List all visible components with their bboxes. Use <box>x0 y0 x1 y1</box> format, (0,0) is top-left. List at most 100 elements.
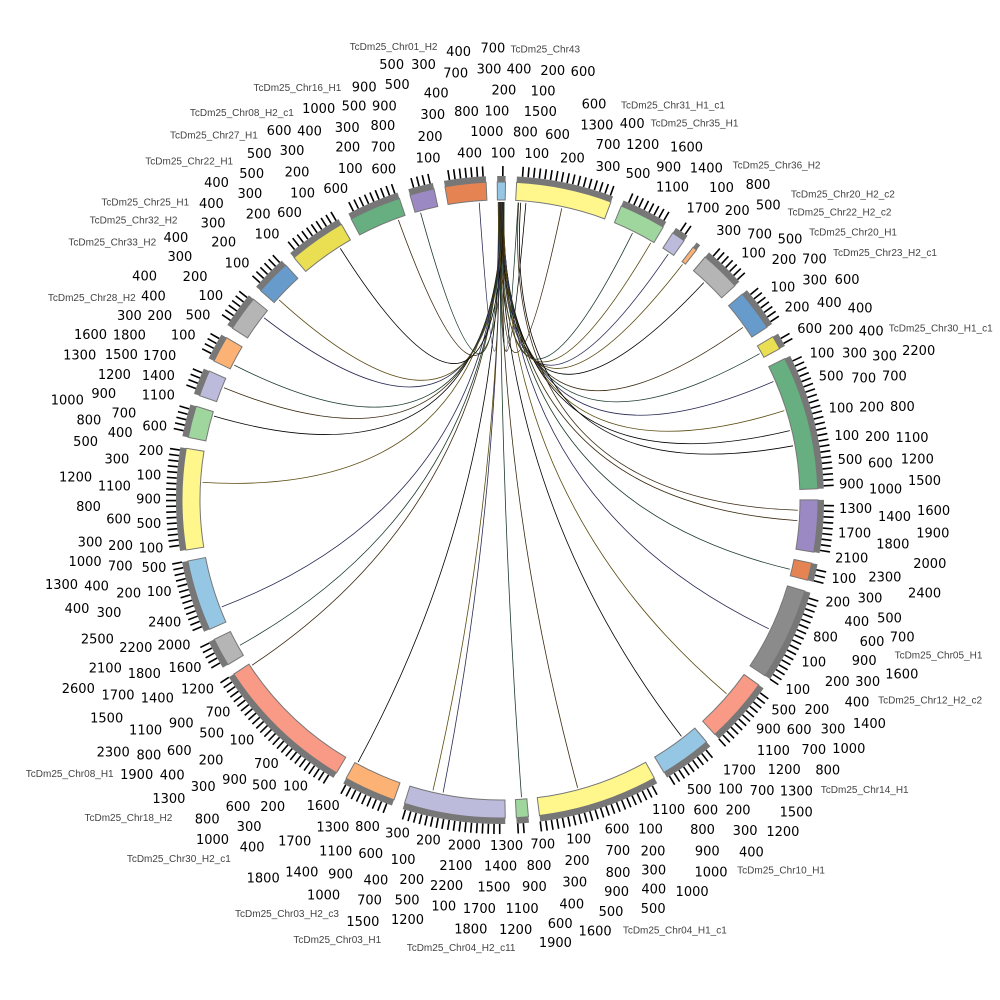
link <box>221 202 503 608</box>
tick-band <box>343 778 394 806</box>
tick-mark <box>452 820 456 831</box>
tick-label: 500 <box>395 894 420 909</box>
tick-label: 2000 <box>157 639 190 654</box>
tick-mark <box>571 174 576 185</box>
segment <box>536 761 658 832</box>
tick-label: 700 <box>206 706 231 721</box>
tick-label: 1600 <box>74 328 107 343</box>
tick-label: 800 <box>195 813 220 828</box>
tick-mark <box>599 807 605 818</box>
tick-label: 900 <box>328 868 353 883</box>
tick-mark <box>229 690 239 698</box>
link <box>503 202 769 630</box>
tick-band <box>539 778 658 822</box>
tick-label: 800 <box>370 119 395 134</box>
tick-label: 400 <box>620 117 645 132</box>
tick-mark <box>822 472 834 476</box>
tick-mark <box>221 314 231 321</box>
tick-label: 500 <box>599 905 624 920</box>
tick-mark <box>188 378 199 384</box>
tick-mark <box>783 337 793 345</box>
tick-mark <box>475 823 479 834</box>
tick-mark <box>803 382 814 388</box>
tick-label: 400 <box>507 62 532 77</box>
segment-band <box>795 499 819 553</box>
tick-label: 1200 <box>98 368 131 383</box>
tick-mark <box>813 579 824 585</box>
tick-mark <box>550 819 554 830</box>
tick-label: 2300 <box>868 571 901 586</box>
tick-mark <box>255 720 265 729</box>
tick-label: 100 <box>801 655 826 670</box>
tick-label: 1200 <box>499 923 532 938</box>
tick-label: 700 <box>108 560 133 575</box>
tick-mark <box>819 549 831 553</box>
tick-label: 1000 <box>694 866 727 881</box>
link <box>500 202 669 366</box>
tick-label: 200 <box>641 844 666 859</box>
tick-mark <box>176 416 187 421</box>
tick-mark <box>441 818 445 830</box>
tick-mark <box>179 405 190 410</box>
tick-label: 200 <box>804 703 829 718</box>
tick-label: 1100 <box>506 902 539 917</box>
tick-mark <box>626 797 632 808</box>
tick-mark <box>756 696 766 705</box>
tick-label: 400 <box>446 45 471 60</box>
tick-mark <box>174 422 185 426</box>
segment-band <box>198 370 227 403</box>
tick-mark <box>522 823 525 834</box>
tick-label: 1700 <box>143 349 176 364</box>
tick-mark <box>223 681 233 689</box>
tick-mark <box>312 768 320 778</box>
tick-label: 1000 <box>196 833 229 848</box>
tick-label: 1300 <box>490 839 523 854</box>
tick-label: 2200 <box>119 641 152 656</box>
tick-mark <box>292 237 300 247</box>
segment-band <box>293 223 352 273</box>
tick-mark <box>401 809 407 820</box>
tick-mark <box>801 377 812 383</box>
tick-label: 1100 <box>652 803 685 818</box>
tick-label: 600 <box>142 420 167 435</box>
tick-band <box>443 176 487 187</box>
tick-mark <box>166 516 177 519</box>
tick-mark <box>804 608 815 613</box>
tick-label: 900 <box>695 845 720 860</box>
link <box>501 202 705 375</box>
tick-mark <box>823 478 834 481</box>
tick-band <box>807 563 818 582</box>
tick-label: 1600 <box>917 504 950 519</box>
tick-label: 1000 <box>302 102 335 117</box>
tick-mark <box>760 301 770 309</box>
tick-label: 700 <box>443 67 468 82</box>
tick-mark <box>544 169 548 180</box>
tick-mark <box>390 183 396 194</box>
tick-label: 700 <box>801 743 826 758</box>
tick-mark <box>722 734 731 743</box>
tick-band <box>348 192 400 219</box>
tick-label: 1400 <box>142 369 175 384</box>
tick-label: 500 <box>73 435 98 450</box>
segment <box>348 183 406 236</box>
tick-mark <box>475 166 479 177</box>
tick-label: 300 <box>716 224 741 239</box>
segment-label: TcDm25_Chr14_H1 <box>821 785 909 796</box>
tick-mark <box>687 763 695 773</box>
tick-mark <box>821 455 832 459</box>
tick-label: 800 <box>454 105 479 120</box>
tick-mark <box>182 599 193 605</box>
tick-mark <box>167 527 178 531</box>
link <box>502 202 519 352</box>
tick-mark <box>187 615 198 621</box>
tick-label: 1200 <box>768 763 801 778</box>
tick-mark <box>301 230 309 240</box>
tick-mark <box>233 695 243 703</box>
tick-label: 500 <box>142 561 167 576</box>
tick-label: 400 <box>163 231 188 246</box>
tick-mark <box>822 467 833 470</box>
link <box>432 201 502 791</box>
tick-mark <box>796 366 807 372</box>
tick-mark <box>377 801 383 812</box>
segments-layer <box>165 166 834 835</box>
